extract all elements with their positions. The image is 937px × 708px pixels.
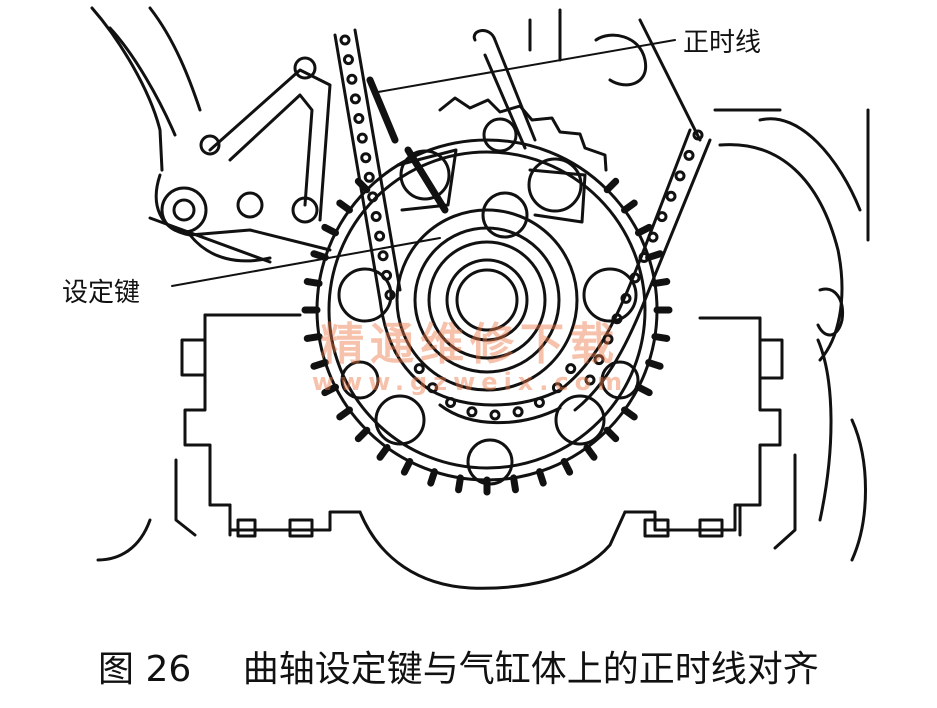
chain-link [339,34,351,46]
chain-link [356,132,368,144]
sprocket-tooth [634,223,653,237]
chain-link [384,289,396,301]
sprocket-tooth [603,177,620,194]
sprocket-tooth [336,406,353,421]
sprocket-tooth [645,250,664,261]
sprocket-tooth [321,383,340,397]
chain-link [489,409,501,421]
sprocket-tooth [621,406,638,421]
chain-link [665,190,677,202]
chain-link [427,382,439,394]
caption-text: 曲轴设定键与气缸体上的正时线对齐 [242,649,819,690]
sprocket-tooth [310,359,329,370]
sprocket-tooth [651,333,671,342]
crankshaft-sprocket [315,138,659,486]
sprocket-tooth [510,474,519,494]
sprocket-tooth [303,278,323,287]
chain-link [533,396,545,408]
timing-line-label: 正时线 [683,28,762,58]
chain-link [565,363,577,375]
chain-link [584,374,596,386]
leader-line-key [171,237,441,287]
chain-link [363,171,375,183]
sprocket-tooth [354,426,371,443]
sprocket-tooth [583,444,598,461]
sprocket-tooth [603,426,620,443]
upper-sprocket [396,96,608,239]
chain-link [692,129,704,141]
sprocket-tooth [536,468,547,487]
chain-link [374,230,386,242]
chain-link [656,211,668,223]
chain-link [620,292,632,304]
chain-link [370,211,382,223]
chain-link [353,112,365,124]
chain-link [551,382,563,394]
chain-guide-arm [148,56,332,264]
sprocket-tooth [321,223,340,237]
chain-link [512,406,524,418]
sprocket-tooth [310,250,329,261]
setting-key-label: 设定键 [62,278,141,308]
sprocket-tooth [303,333,323,342]
chain-link [349,93,361,105]
chain-link [367,191,379,203]
chain-link [602,333,614,345]
chain-link [629,272,641,284]
sprocket-teeth [301,177,673,496]
sprocket-tooth [560,457,574,476]
chain-links [339,34,704,421]
chain-link [445,396,457,408]
chain-link [674,170,686,182]
sprocket-tooth [645,359,664,370]
sprocket-tooth [634,383,653,397]
sprocket-tooth [455,474,464,494]
sprocket-tooth [336,199,353,214]
sprocket-tooth [621,199,638,214]
timing-mark [366,29,537,150]
sprocket-tooth [651,278,671,287]
chain-link [342,54,354,66]
chain-link [611,313,623,325]
chain-link [377,250,389,262]
chain-link [466,406,478,418]
chain-link [413,363,425,375]
leader-line-timing [377,39,676,93]
chain-link [638,252,650,263]
chain-link [683,149,695,161]
chain-link [381,269,393,281]
chain-link [593,354,605,366]
chain-link [647,231,659,243]
sprocket-tooth [376,444,391,461]
sprocket-tooth [400,457,414,476]
engine-block-outline [90,6,870,590]
figure-number: 图 26 [98,649,192,690]
chain-link [346,73,358,85]
sprocket-tooth [427,468,438,487]
figure-caption: 图 26 曲轴设定键与气缸体上的正时线对齐 [98,640,819,692]
chain-link [360,152,372,164]
